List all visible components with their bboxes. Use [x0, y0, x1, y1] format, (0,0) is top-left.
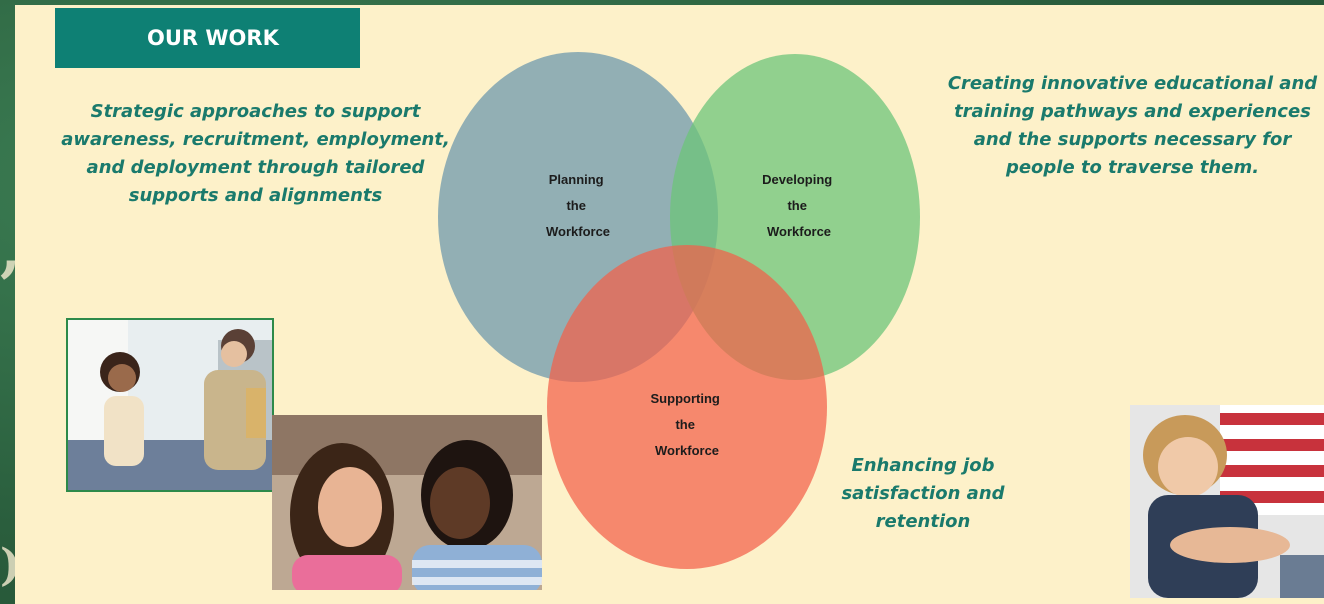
venn-circle-supporting	[547, 245, 827, 569]
child-hugging-adult-illustration	[1130, 405, 1324, 598]
two-women-laughing-illustration	[272, 415, 542, 590]
planning-description: Strategic approaches to support awarenes…	[61, 101, 450, 206]
girl-and-woman-talking-photo	[66, 318, 274, 492]
supporting-description: Enhancing job satisfaction and retention	[841, 455, 1005, 532]
two-women-laughing-photo	[272, 415, 542, 590]
supporting-label: Supporting the Workforce	[651, 391, 724, 458]
planning-label: Planning the Workforce	[546, 172, 610, 239]
developing-description: Creating innovative educational and trai…	[947, 73, 1318, 178]
developing-label: Developing the Workforce	[762, 172, 836, 239]
section-title: OUR WORK	[55, 8, 360, 68]
girl-and-woman-talking-illustration	[68, 320, 272, 490]
child-hugging-adult-photo	[1130, 405, 1324, 598]
